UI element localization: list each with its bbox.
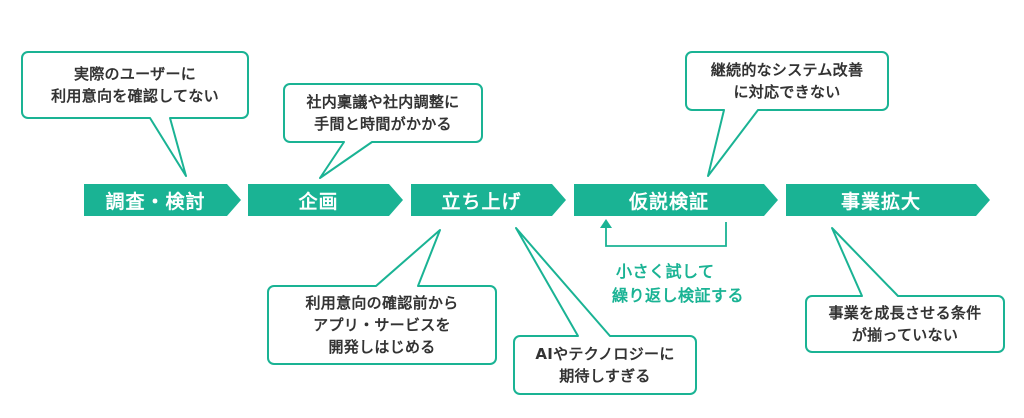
step-arrow-launch — [411, 184, 566, 216]
callout-text-5: AIやテクノロジーに 期待しすぎる — [514, 336, 696, 394]
step-arrow-scaling — [786, 184, 990, 216]
callout-bubble-4 — [267, 229, 497, 365]
callout-line: 実際のユーザーに — [73, 65, 197, 83]
step-scaling: 事業拡大 — [840, 190, 921, 213]
callout-text-3: 継続的なシステム改善 に対応できない — [686, 52, 888, 110]
callout-line: 継続的なシステム改善 — [710, 61, 864, 79]
callout-bubble-2 — [283, 83, 483, 179]
callout-line: が揃っていない — [851, 326, 959, 344]
callout-line: 開発しはじめる — [328, 338, 436, 356]
step-launch: 立ち上げ — [441, 190, 522, 213]
callout-line: 手間と時間がかかる — [314, 115, 452, 133]
callout-bubble-6 — [805, 227, 1005, 353]
callout-line: AIやテクノロジーに — [535, 345, 675, 363]
iteration-caption-line-2: 繰り返し検証する — [612, 286, 745, 305]
callout-text-4: 利用意向の確認前から アプリ・サービスを 開発しはじめる — [268, 286, 496, 364]
step-arrow-validation — [574, 184, 778, 216]
callout-line: 期待しすぎる — [559, 367, 651, 385]
iteration-loop-arrowhead-icon — [600, 219, 612, 228]
step-arrow-planning — [248, 184, 403, 216]
step-research: 調査・検討 — [105, 190, 206, 213]
callout-text-1: 実際のユーザーに 利用意向を確認してない — [22, 52, 248, 118]
callout-line: 事業を成長させる条件 — [828, 304, 982, 322]
callout-bubble-3 — [685, 51, 889, 177]
iteration-caption: 小さく試して 繰り返し検証する — [612, 260, 744, 308]
callout-line: アプリ・サービスを — [313, 316, 451, 334]
callout-bubble-1 — [21, 51, 249, 177]
iteration-loop-line — [605, 222, 727, 247]
step-planning: 企画 — [298, 190, 339, 213]
step-validation: 仮説検証 — [628, 190, 709, 213]
callout-text-6: 事業を成長させる条件 が揃っていない — [806, 296, 1004, 352]
callout-line: 利用意向の確認前から — [305, 294, 459, 312]
step-arrow-research — [84, 184, 241, 216]
callout-line: に対応できない — [733, 83, 841, 101]
iteration-caption-line-1: 小さく試して — [616, 262, 715, 281]
callout-line: 利用意向を確認してない — [51, 87, 219, 105]
callout-line: 社内稟議や社内調整に — [306, 93, 460, 111]
callout-text-2: 社内稟議や社内調整に 手間と時間がかかる — [284, 84, 482, 142]
callout-bubble-5 — [513, 227, 697, 395]
